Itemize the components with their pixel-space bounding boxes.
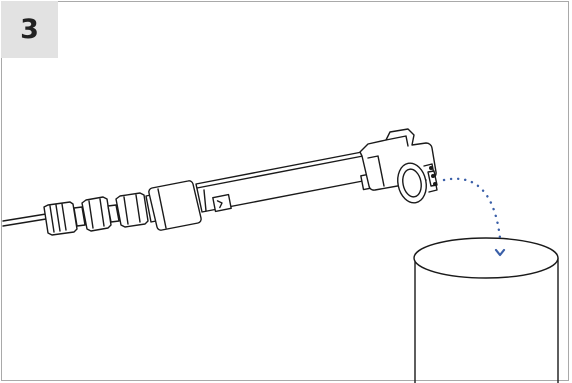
dripping-flow xyxy=(442,177,502,240)
tubing xyxy=(2,213,47,227)
compression-fittings xyxy=(43,192,162,236)
filter-cartridge xyxy=(148,151,382,231)
flow-arrowhead xyxy=(494,248,506,257)
step-number-badge: 3 xyxy=(1,1,58,58)
collection-vessel xyxy=(413,237,559,383)
step-number: 3 xyxy=(20,14,39,45)
outlet-valve xyxy=(359,128,438,204)
